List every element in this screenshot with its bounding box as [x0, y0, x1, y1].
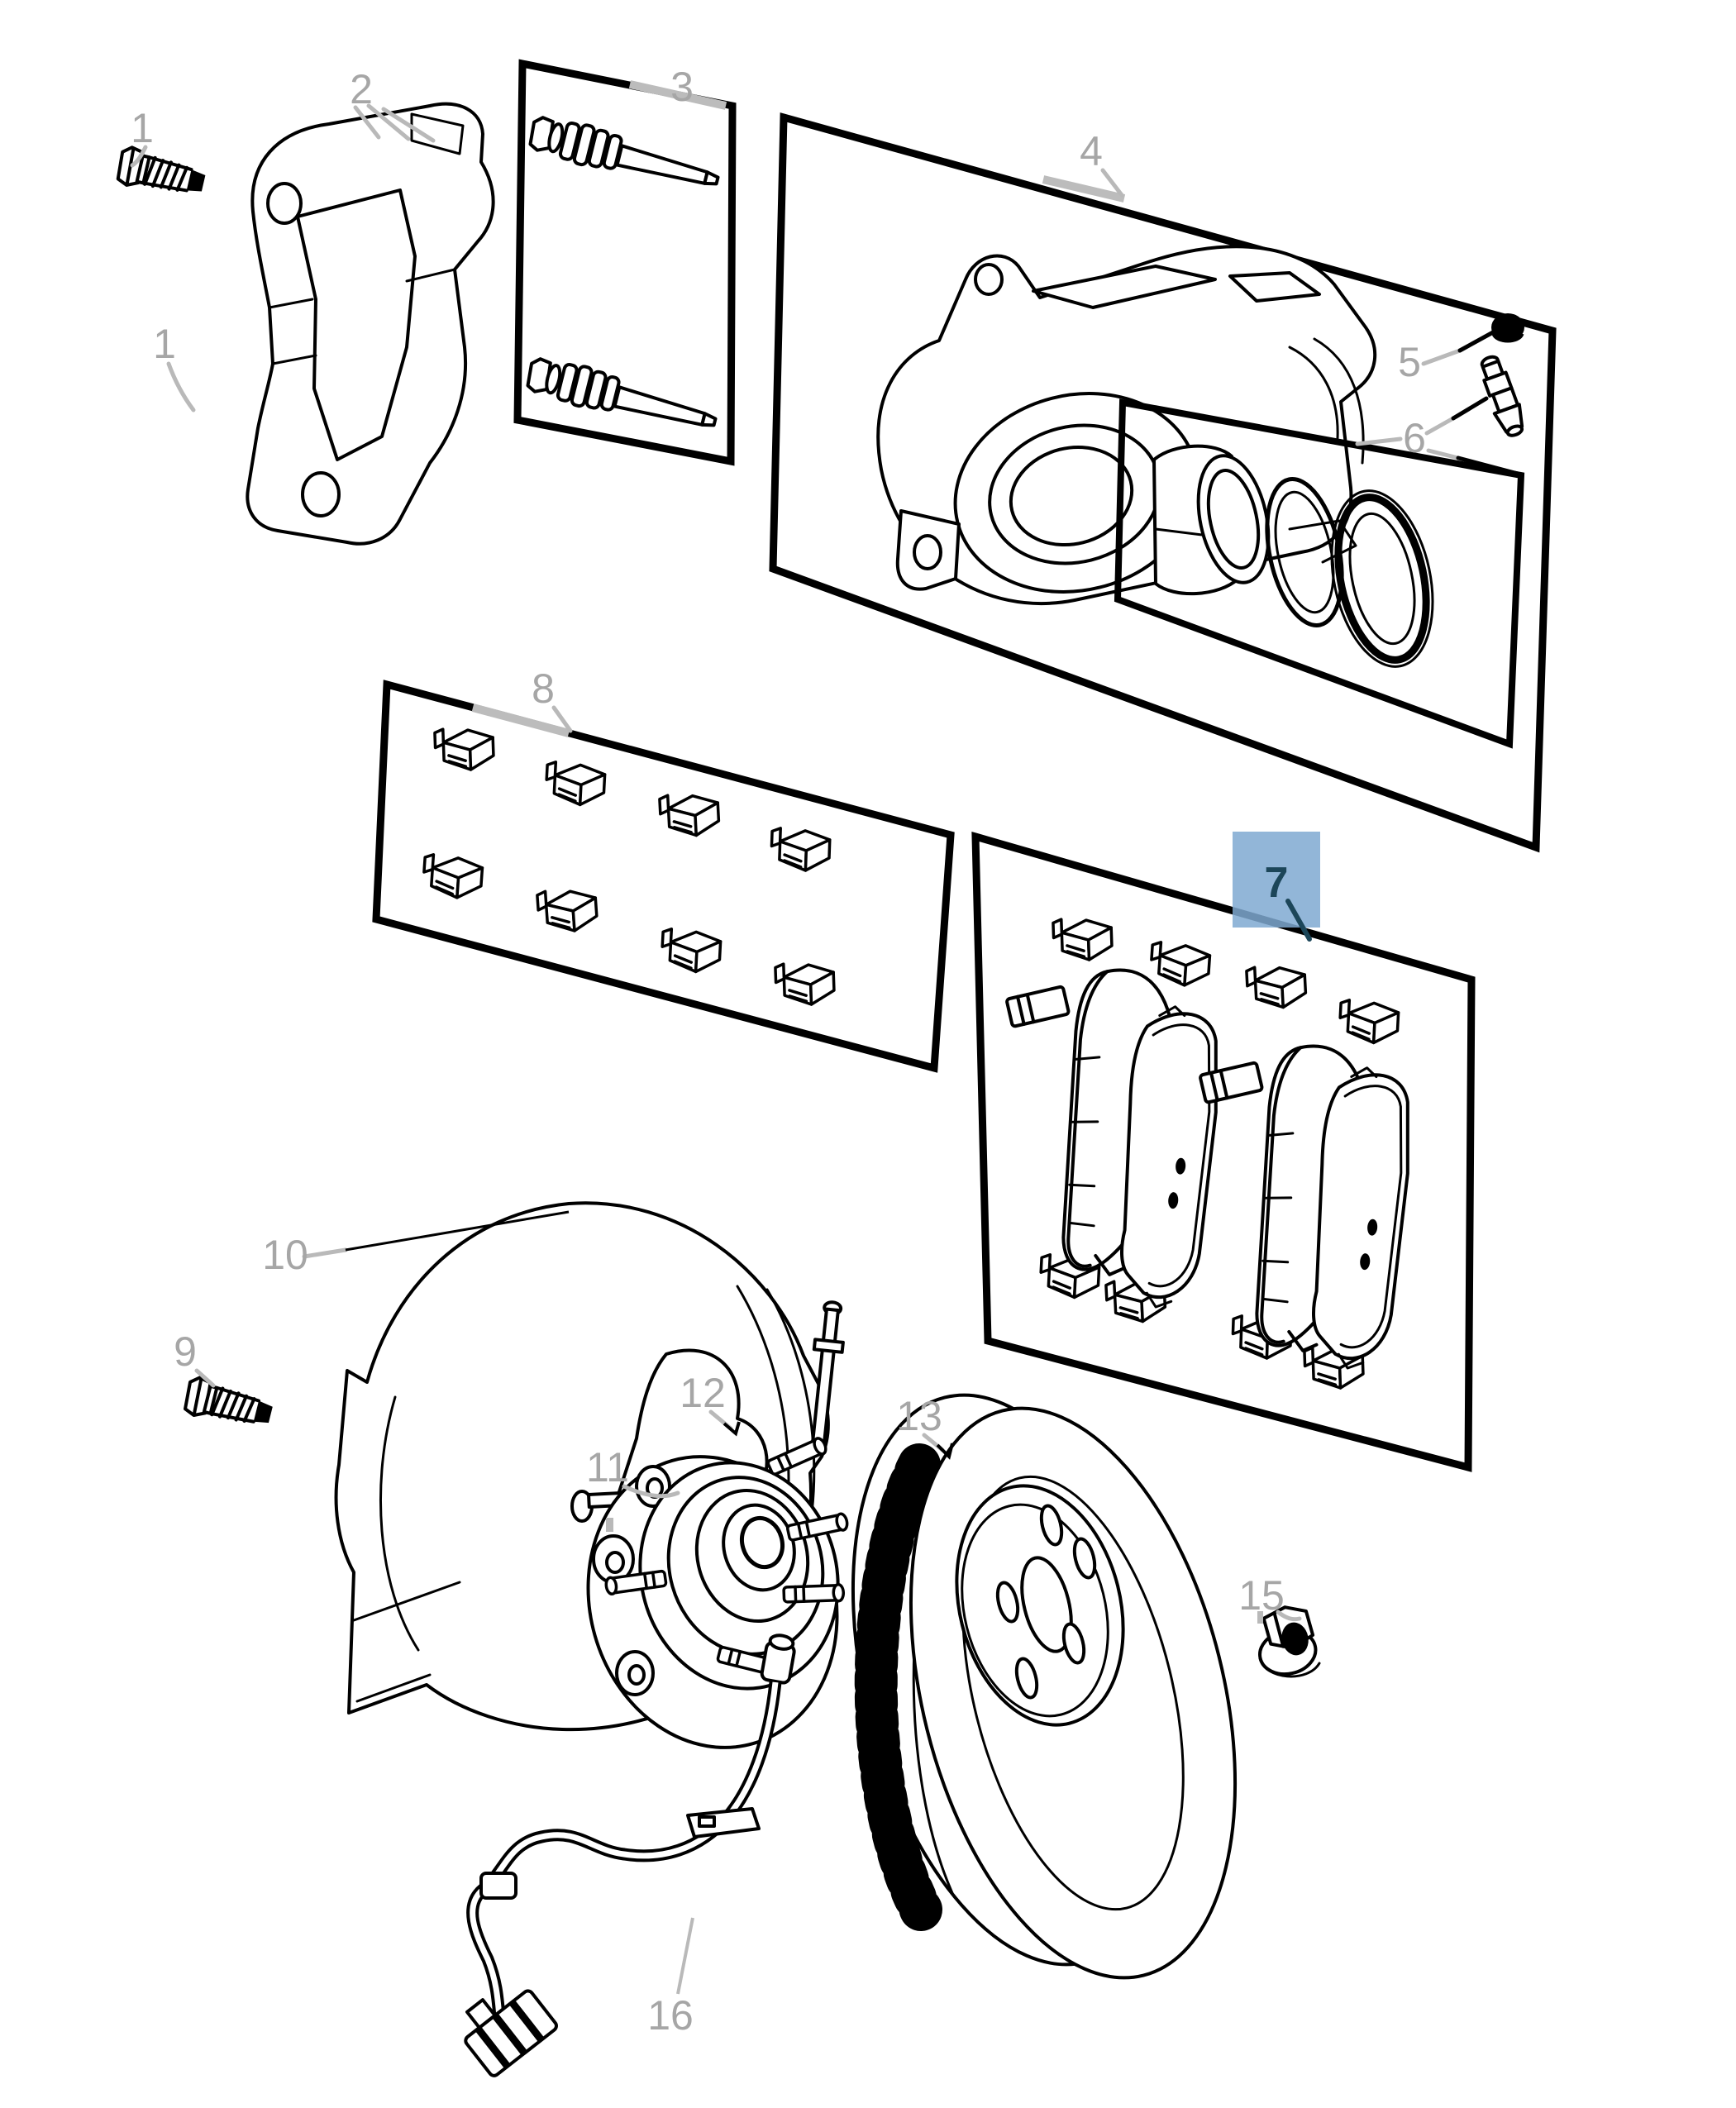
leader-15-tick — [1257, 1611, 1263, 1624]
part-lug-nut-drawing — [1258, 1605, 1321, 1678]
callout-3-label[interactable]: 3 — [670, 64, 694, 110]
callout-16-label[interactable]: 16 — [647, 1992, 694, 2039]
part-abs-wire-drawing — [464, 1633, 796, 2077]
part-brake-pad-kit-drawing — [971, 831, 1476, 1472]
part-guide-pin-kit-drawing — [513, 59, 737, 466]
part-rotor-drawing — [851, 1393, 1238, 1980]
leader-10-end — [345, 1210, 570, 1252]
callout-11-label[interactable]: 11 — [586, 1444, 629, 1490]
leader-16 — [676, 1917, 694, 1995]
leader-9 — [194, 1368, 216, 1388]
callout-7-highlight[interactable] — [1233, 832, 1320, 928]
leader-7 — [1285, 899, 1312, 942]
piston-dust-boot — [1330, 489, 1434, 668]
leader-13-arrow — [936, 1443, 954, 1460]
gray-edge-segment — [1042, 175, 1126, 203]
leader-11 — [622, 1484, 680, 1499]
callout-8-label[interactable]: 8 — [532, 665, 555, 712]
part-caliper-adapter-drawing — [246, 102, 495, 546]
part-caliper-kit-drawing — [769, 112, 1557, 853]
caliper-piston — [1152, 444, 1271, 596]
gray-edge-segment — [628, 80, 727, 110]
gray-edge-segment — [471, 703, 570, 737]
leader-1-upper — [130, 145, 148, 168]
callout-10-label[interactable]: 10 — [262, 1232, 308, 1278]
leader-6 — [1355, 416, 1461, 460]
callout-1-lower-label[interactable]: 1 — [153, 321, 176, 367]
part-hub-bearing-drawing — [586, 1434, 851, 1749]
leader-6-end — [1451, 396, 1520, 476]
part-shield-bolt-drawing — [180, 1374, 277, 1435]
leader-4 — [1100, 168, 1124, 198]
part-cap-drawing — [1491, 313, 1524, 343]
callout-1-upper-label[interactable]: 1 — [131, 105, 154, 151]
leader-15 — [1276, 1610, 1302, 1622]
leader-1-lower — [166, 361, 196, 413]
leader-5 — [1421, 348, 1462, 366]
leader-12-arrow — [723, 1421, 741, 1437]
callout-4-label[interactable]: 4 — [1080, 128, 1103, 174]
leader-10 — [302, 1247, 348, 1259]
callout-15-label[interactable]: 15 — [1238, 1572, 1285, 1619]
callout-7-label[interactable]: 7 — [1265, 859, 1289, 907]
callout-2-label[interactable]: 2 — [350, 66, 373, 112]
part-clip-kit-drawing — [372, 680, 955, 1073]
part-bolt-upper-drawing — [113, 144, 210, 204]
part-bleeder-screw-drawing — [1480, 355, 1524, 437]
leader-11-tick — [606, 1518, 613, 1532]
leader-2 — [353, 103, 436, 143]
callout-13-label[interactable]: 13 — [896, 1393, 942, 1439]
callout-5-label[interactable]: 5 — [1398, 339, 1421, 385]
leader-5-end — [1457, 330, 1495, 353]
callout-6-label[interactable]: 6 — [1403, 415, 1426, 461]
callout-9-label[interactable]: 9 — [174, 1328, 197, 1375]
callout-12-label[interactable]: 12 — [680, 1370, 726, 1416]
leader-8 — [551, 705, 573, 733]
